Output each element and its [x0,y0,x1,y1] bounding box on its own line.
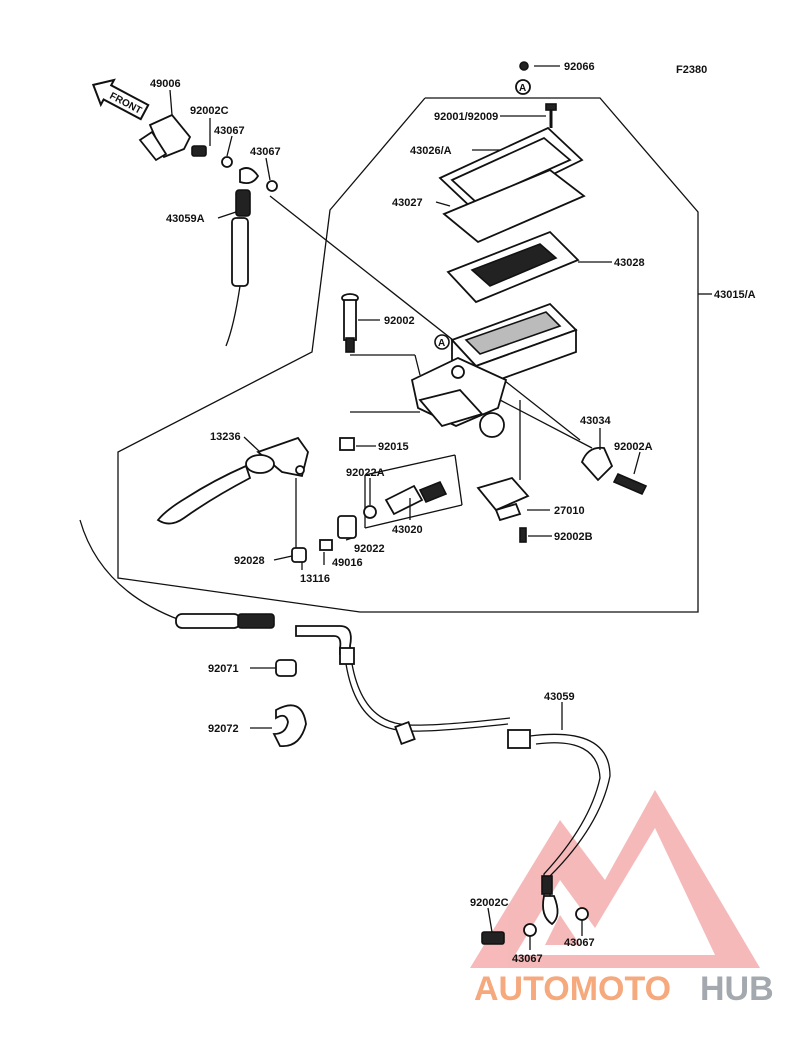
label-43067-c: 43067 [512,953,543,965]
cap-92071 [275,659,297,677]
label-92022: 92022 [354,543,385,555]
label-92002c-top: 92002C [190,105,229,117]
ref-marker-top: A [519,83,526,94]
switch-27010 [476,476,530,543]
assembly-outline [117,97,699,613]
figure-code: F2380 [676,64,707,76]
label-13116: 13116 [300,573,330,585]
label-92028: 92028 [234,555,265,567]
label-92015: 92015 [378,441,409,453]
label-43067-a: 43067 [214,125,245,137]
label-27010: 27010 [554,505,585,517]
clip-92072 [272,704,307,747]
leader-lines [169,89,712,950]
master-cylinder-body: A [350,334,593,480]
label-49016: 49016 [332,557,363,569]
label-92066: 92066 [564,61,595,73]
front-arrow-icon: FRONT [91,78,150,121]
label-43028: 43028 [614,257,645,269]
clamp-43034 [580,446,648,496]
lower-hose-group [79,519,611,945]
reservoir-stack: A [438,61,586,391]
clutch-lever-13236 [156,436,309,550]
push-rod-group [291,515,357,563]
piston-assembly-43020 [363,454,463,529]
label-43067-b: 43067 [250,146,281,158]
label-92002b: 92002B [554,531,593,543]
label-43059a: 43059A [166,213,205,225]
label-92002: 92002 [384,315,415,327]
watermark-text: AUTOMOTO HUB [474,970,774,1008]
part-labels: 49006 92002C 43067 43067 43059A 92066 92… [150,61,756,965]
label-43015: 43015/A [714,289,756,301]
label-92022a: 92022A [346,467,385,479]
label-13236: 13236 [210,431,241,443]
label-92072: 92072 [208,723,239,735]
bolt-92002 [341,293,359,353]
watermark-logo-icon [470,790,760,968]
watermark-brand-a: AUTOMOTO [474,970,671,1008]
ref-marker-body: A [438,338,445,349]
label-92002c-bottom: 92002C [470,897,509,909]
label-43027: 43027 [392,197,423,209]
label-43034: 43034 [580,415,611,427]
label-43026: 43026/A [410,145,452,157]
label-92071: 92071 [208,663,239,675]
label-43067-d: 43067 [564,937,595,949]
label-92001: 92001/92009 [434,111,498,123]
label-43020: 43020 [392,524,423,536]
reservoir-hose-group [138,113,581,441]
watermark-brand-b: HUB [700,970,774,1008]
nut-92015 [339,437,355,451]
label-49006: 49006 [150,78,181,90]
label-92002a: 92002A [614,441,653,453]
label-43059: 43059 [544,691,575,703]
